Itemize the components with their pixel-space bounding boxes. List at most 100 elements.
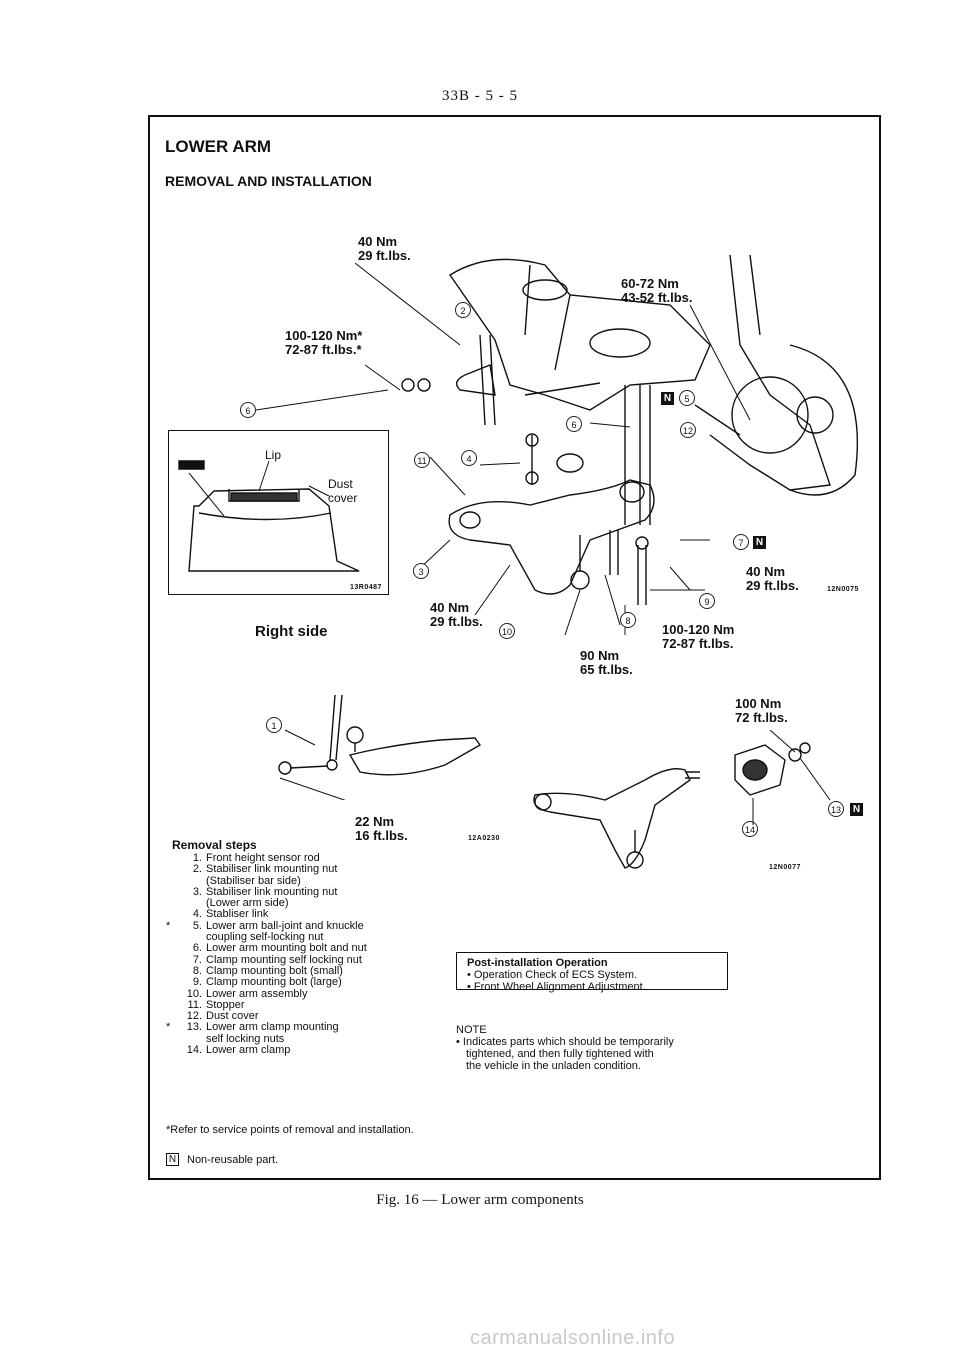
note-label: NOTE [456, 1024, 487, 1036]
main-figure-code: 12N0075 [827, 586, 859, 593]
step-number: 6. [192, 942, 202, 955]
removal-step: 7.Clamp mounting self locking nut [166, 953, 426, 966]
crossmember-shape [449, 258, 711, 411]
dust-cover-inset [168, 430, 389, 595]
post-installation-box: Post-installation Operation • Operation … [456, 952, 728, 993]
removal-step: 12.Dust cover [166, 1010, 426, 1023]
step-text: Clamp mounting bolt (large) [206, 976, 342, 989]
step-text: Front height sensor rod [206, 852, 320, 864]
step-text: Clamp mounting bolt (small) [206, 964, 343, 977]
removal-step: 9. Clamp mounting bolt (large) [166, 976, 426, 989]
dust-cover-drawing [178, 460, 360, 572]
removal-steps-title: Removal steps [172, 838, 257, 852]
post-installation-title: Post-installation Operation [467, 957, 608, 969]
non-reusable-legend-icon: N [166, 1153, 179, 1166]
removal-step: 6. Lower arm mounting bolt and nut [166, 942, 426, 955]
callout-4: 4 [461, 450, 477, 466]
step-text: Lower arm assembly [206, 987, 308, 1000]
removal-step: * 5. Lower arm ball-joint and knuckle [166, 919, 426, 932]
step-number: 7. [192, 953, 202, 966]
figure-frame [148, 115, 881, 1180]
step-star: * [166, 919, 171, 932]
figure-caption: Fig. 16 — Lower arm components [376, 1192, 584, 1208]
refer-note: *Refer to service points of removal and … [166, 1124, 414, 1136]
callout-14: 14 [742, 821, 758, 837]
torque-arm-ftlbs: 29 ft.lbs. [430, 614, 483, 629]
note-line-1: • Indicates parts which should be tempor… [456, 1036, 674, 1048]
step-number: 1. [192, 852, 202, 864]
post-installation-item-1: • Operation Check of ECS System. [467, 969, 638, 981]
torque-mid-ftlbs: 65 ft.lbs. [580, 662, 633, 677]
step-number: 9. [192, 976, 202, 989]
removal-step: 2. Stabiliser link mounting nut [166, 863, 426, 876]
torque-bolt-nm: 100-120 Nm [662, 622, 735, 637]
torque-bolt-ftlbs: 72-87 ft.lbs. [662, 636, 734, 651]
legend-text: Non-reusable part. [187, 1153, 279, 1166]
removal-steps-list: 1. Front height sensor rod 2. Stabiliser li… [166, 852, 426, 1057]
callout-12: 12 [680, 422, 696, 438]
watermark-text: carmanualsonline.info [470, 1327, 676, 1349]
inset-figure-code: 13R0487 [350, 584, 382, 591]
removal-step: self locking nuts [166, 1033, 426, 1045]
step-text: Lower arm mounting bolt and nut [206, 942, 367, 955]
non-reusable-mark-13: N [850, 803, 863, 816]
callout-5: 5 [679, 390, 695, 406]
note-line-2: tightened, and then fully tightened with [466, 1048, 654, 1060]
step-number: 10. [186, 987, 202, 1000]
callout-1: 1 [266, 717, 282, 733]
lower-arm-shape [448, 479, 655, 595]
callout-7: 7 [733, 534, 749, 550]
step-text: Dust cover [206, 1010, 259, 1023]
step-text: Lower arm ball-joint and knuckle [206, 919, 364, 932]
lip-label: Lip [265, 448, 282, 462]
section-subtitle: REMOVAL AND INSTALLATION [165, 173, 372, 189]
removal-step: (Lower arm side) [166, 898, 426, 909]
torque-top-nm: 40 Nm [358, 234, 398, 249]
step-text: Stopper [206, 998, 245, 1011]
callout-6-left: 6 [240, 402, 256, 418]
callout-13: 13 [828, 801, 844, 817]
legend: N Non-reusable part. [166, 1153, 278, 1166]
step-text: (Stabiliser bar side) [206, 874, 301, 887]
removal-step: 3.Stabiliser link mounting nut [166, 885, 426, 898]
non-reusable-mark-7: N [753, 536, 766, 549]
step-text: Stabiliser link mounting nut [206, 863, 338, 876]
torque-right-ftlbs: 43-52 ft.lbs. [621, 290, 693, 305]
lower-arm-clamp-drawing [734, 730, 831, 825]
removal-step: 8. Clamp mounting bolt (small) [166, 964, 426, 977]
torque-left-ftlbs: 72-87 ft.lbs.* [285, 342, 362, 357]
step-number: 13. [186, 1021, 202, 1034]
torque-clamp-ftlbs: 72 ft.lbs. [735, 710, 788, 725]
callout-11: 11 [414, 452, 430, 468]
torque-arm-nm: 40 Nm [430, 600, 470, 615]
callout-10: 10 [499, 623, 515, 639]
torque-seven-nm: 40 Nm [746, 564, 786, 579]
torque-seven-ftlbs: 29 ft.lbs. [746, 578, 799, 593]
removal-step: 11. Stopper [166, 998, 426, 1011]
step-text: Stabiliser link mounting nut [206, 885, 338, 898]
step-number: 2. [192, 863, 202, 876]
callout-6-center: 6 [566, 416, 582, 432]
page-title: LOWER ARM [165, 137, 272, 156]
torque-right-nm: 60-72 Nm [621, 276, 679, 291]
page-number: 33B - 5 - 5 [442, 88, 518, 104]
sensor-rod-detail-drawing [278, 694, 482, 800]
torque-left-nm: 100-120 Nm* [285, 328, 363, 343]
removal-step: 14.Lower arm clamp [166, 1044, 426, 1057]
suspension-exploded-illustration [255, 254, 859, 636]
step-number: 5. [192, 919, 202, 932]
removal-step: 10. Lower arm assembly [166, 987, 426, 1000]
post-installation-item-2: • Front Wheel Alignment Adjustment. [467, 981, 646, 993]
step-star: * [166, 1021, 171, 1034]
step-number: 11. [187, 998, 202, 1011]
step-number: 8. [192, 964, 202, 977]
callout-3: 3 [413, 563, 429, 579]
torque-mid-nm: 90 Nm [580, 648, 620, 663]
knuckle-hub-shape [709, 254, 831, 491]
torque-clamp-nm: 100 Nm [735, 696, 782, 711]
dust-label-line2: cover [328, 491, 358, 505]
step-text: Lower arm clamp [206, 1044, 291, 1057]
callout-9: 9 [699, 593, 715, 609]
lower-arm-assembly-drawing [533, 768, 700, 869]
removal-step: *13.Lower arm clamp mounting [166, 1021, 426, 1034]
